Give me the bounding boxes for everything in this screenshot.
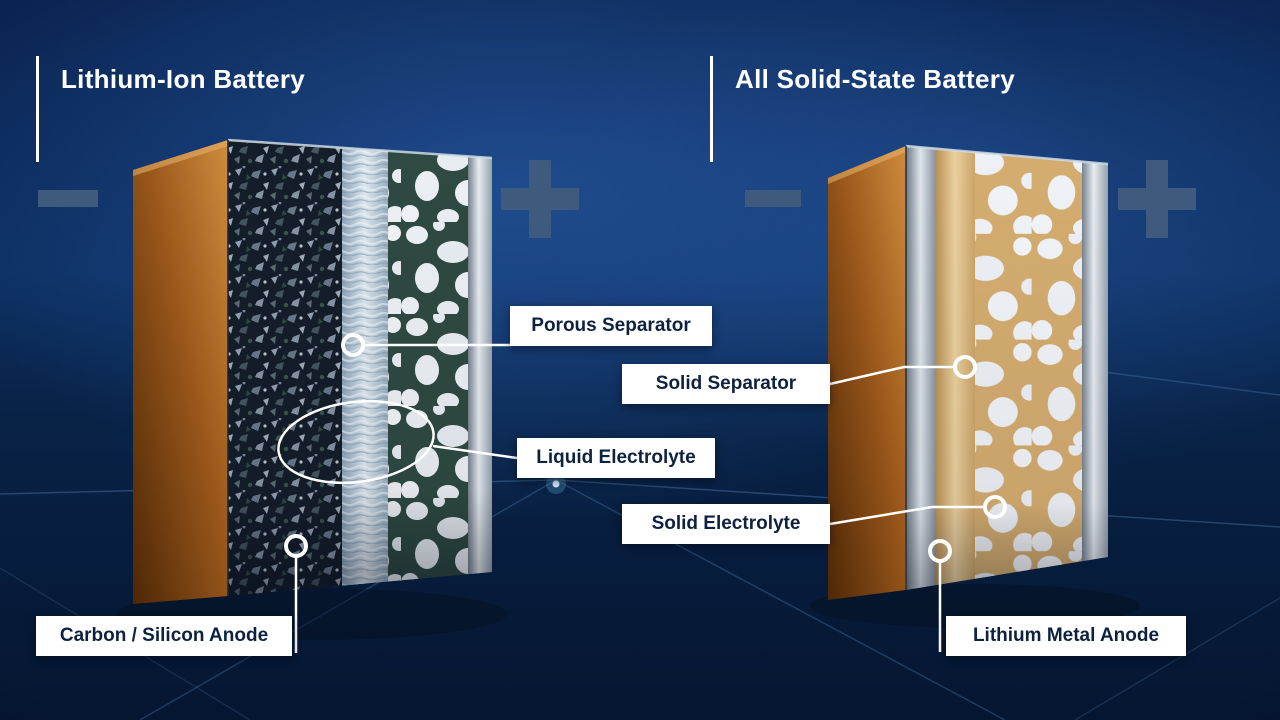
right-title-rule xyxy=(710,56,713,162)
carbon-silicon-anode-label: Carbon / Silicon Anode xyxy=(36,616,292,656)
liquid-electrolyte-label: Liquid Electrolyte xyxy=(517,438,715,478)
porous-separator-label: Porous Separator xyxy=(510,306,712,346)
left-title: Lithium-Ion Battery xyxy=(61,64,306,94)
copper-casing xyxy=(133,140,228,604)
floor-glow-dot-core xyxy=(552,480,560,488)
plus-vertical-bar xyxy=(1146,160,1168,238)
plus-vertical-bar xyxy=(529,160,551,238)
right-title: All Solid-State Battery xyxy=(735,64,1015,94)
lithium-ion-battery-illustration xyxy=(133,138,493,604)
left-positive-sign xyxy=(501,160,579,238)
right-title-block: All Solid-State Battery xyxy=(710,56,1015,162)
face-shading xyxy=(906,146,1108,590)
solid-state-battery-illustration xyxy=(828,144,1109,600)
right-positive-sign xyxy=(1118,160,1196,238)
right-negative-sign xyxy=(745,190,801,207)
copper-top-highlight xyxy=(828,146,906,184)
copper-casing xyxy=(828,146,906,600)
grid-line xyxy=(1074,597,1280,720)
face-top-edge xyxy=(227,138,493,160)
lithium-metal-anode-label: Lithium Metal Anode xyxy=(946,616,1186,656)
face-shading xyxy=(228,140,492,596)
solid-separator-label: Solid Separator xyxy=(622,364,830,404)
left-negative-sign xyxy=(38,190,98,207)
face-top-edge xyxy=(905,144,1109,166)
solid-electrolyte-label: Solid Electrolyte xyxy=(622,504,830,544)
left-title-rule xyxy=(36,56,39,162)
left-title-block: Lithium-Ion Battery xyxy=(36,56,305,162)
copper-top-highlight xyxy=(133,140,228,176)
